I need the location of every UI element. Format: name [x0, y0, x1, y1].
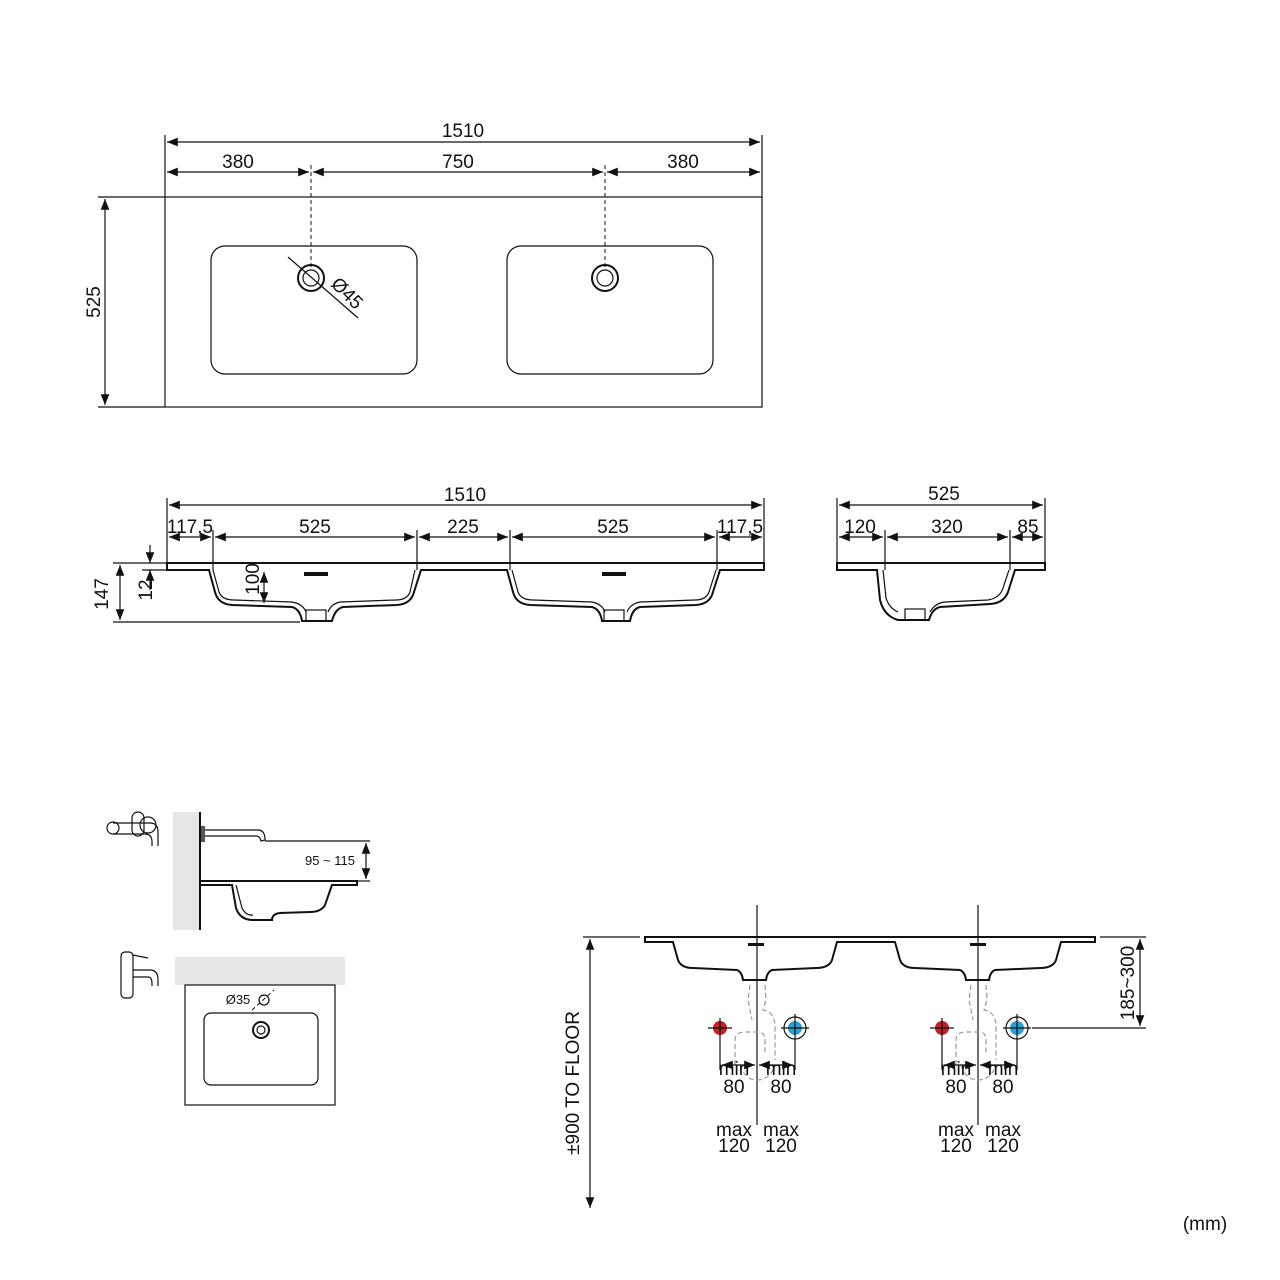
svg-text:120: 120	[987, 1136, 1019, 1157]
side-view: 525 120 320 85	[836, 484, 1046, 621]
spout-height-label: 95 ~ 115	[305, 853, 355, 868]
svg-text:120: 120	[765, 1136, 797, 1157]
total-height-label: 147	[92, 578, 113, 610]
svg-text:min: min	[766, 1059, 797, 1080]
supply-offset-label-right-1: min 80 max 120	[763, 1059, 799, 1157]
countertop-outline	[164, 196, 763, 408]
drain-icon	[297, 264, 325, 292]
tap-hole-diameter-label: Ø35	[226, 992, 251, 1007]
segment-label: 225	[447, 517, 479, 538]
overflow-slot	[304, 572, 328, 576]
front-profile	[166, 562, 765, 622]
front-view: 1510 117,5 525 225 525 117,5 147 12 100	[92, 485, 765, 623]
units-label: (mm)	[1183, 1214, 1227, 1235]
wall-faucet-icon	[106, 811, 159, 846]
side-profile	[836, 562, 1046, 621]
drain-spacing-label: 750	[442, 152, 474, 173]
svg-text:max: max	[938, 1120, 974, 1141]
cold-supply-icon	[781, 1014, 809, 1070]
side-segment-label: 120	[844, 517, 876, 538]
svg-text:min: min	[941, 1059, 972, 1080]
svg-text:120: 120	[718, 1136, 750, 1157]
segment-label: 117,5	[167, 517, 213, 538]
svg-text:max: max	[763, 1120, 799, 1141]
deck-faucet-detail: Ø35	[120, 951, 345, 1106]
floor-height-label: ±900 TO FLOOR	[563, 1011, 584, 1155]
supply-height-label: 185~300	[1118, 946, 1139, 1021]
installation-view: ±900 TO FLOOR min	[563, 905, 1146, 1208]
side-segment-label: 320	[931, 517, 963, 538]
svg-text:max: max	[716, 1120, 752, 1141]
right-offset-label: 380	[667, 152, 699, 173]
drain-diameter-label: Ø45	[326, 274, 366, 314]
front-overall-width-label: 1510	[444, 485, 486, 506]
svg-text:80: 80	[723, 1077, 744, 1098]
countertop-band	[175, 957, 345, 985]
drain-icon	[252, 1021, 270, 1039]
drain-icon	[591, 264, 619, 292]
svg-text:80: 80	[945, 1077, 966, 1098]
deck-faucet-icon	[120, 951, 159, 999]
cold-supply-icon	[1003, 1014, 1031, 1070]
supply-offset-label-left-2: min 80 max 120	[938, 1059, 974, 1157]
svg-text:80: 80	[992, 1077, 1013, 1098]
svg-text:max: max	[985, 1120, 1021, 1141]
wall-faucet-detail: 95 ~ 115	[106, 811, 371, 930]
segment-label: 525	[299, 517, 331, 538]
svg-text:min: min	[988, 1059, 1019, 1080]
svg-text:min: min	[719, 1059, 750, 1080]
wall	[173, 812, 199, 930]
left-offset-label: 380	[222, 152, 254, 173]
svg-text:80: 80	[770, 1077, 791, 1098]
plan-view: 1510 380 750 380 Ø45 525	[84, 121, 763, 408]
tap-hole-icon	[258, 994, 270, 1006]
side-depth-label: 525	[928, 484, 960, 505]
slab-thickness-label: 12	[136, 579, 157, 600]
installation-profile	[644, 936, 1096, 981]
overall-width-label: 1510	[442, 121, 484, 142]
segment-label: 117,5	[717, 517, 763, 538]
supply-offset-label-right-2: min 80 max 120	[985, 1059, 1021, 1157]
basin-left	[210, 245, 418, 375]
diameter-leader	[287, 256, 359, 319]
vanity-basin	[203, 1012, 319, 1086]
basin-right	[506, 245, 714, 375]
depth-label: 525	[84, 286, 105, 318]
vanity-plan-outline	[184, 984, 336, 1106]
supply-offset-label-left-1: min 80 max 120	[716, 1059, 752, 1157]
svg-text:120: 120	[940, 1136, 972, 1157]
overflow-slot	[602, 572, 626, 576]
basin-depth-label: 100	[243, 563, 264, 595]
segment-label: 525	[597, 517, 629, 538]
hot-supply-icon	[930, 1018, 954, 1070]
side-segment-label: 85	[1017, 517, 1038, 538]
hot-supply-icon	[708, 1018, 732, 1070]
